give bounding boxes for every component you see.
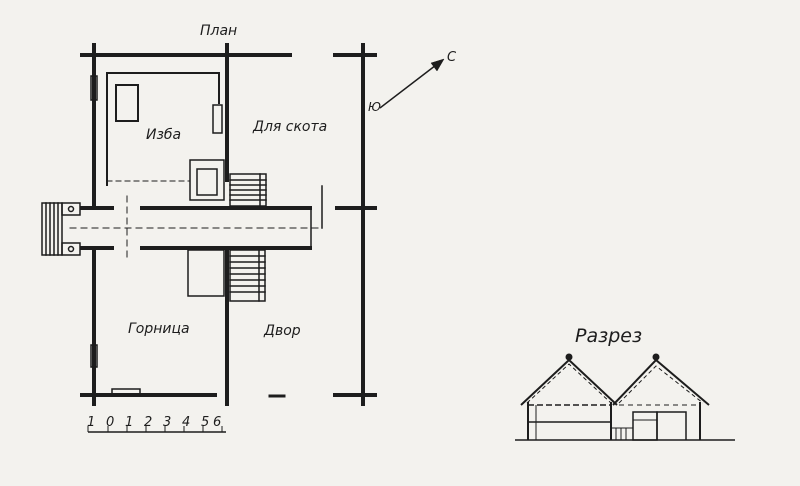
scale-tick-label: 1 [87,415,95,430]
scale-tick-label: 2 [144,415,152,430]
scale-tick-label: 4 [182,415,190,430]
room-label-yard: Двор [263,323,301,339]
north-arrow-icon [379,58,445,109]
scale-tick-label: 1 [125,415,133,430]
corridor-lines [69,195,321,261]
compass-north-label: С [447,50,457,65]
outer-walls [80,43,377,406]
room-label-izba: Изба [146,127,181,143]
scale-labels: 1 0 1 2 3 4 5 6 [87,415,221,430]
room-label-gornitsa: Горница [128,321,190,337]
scale-tick-label: 6 [213,415,221,430]
gornitsa-stove [187,249,225,297]
window-bottom [111,388,141,396]
porch-stairs [41,202,81,256]
scale-tick-label: 5 [201,415,209,430]
section-title: Разрез [575,325,642,347]
room-label-livestock: Для скота [252,119,327,135]
floor-plan [41,43,377,406]
scale-tick-label: 3 [163,415,171,430]
scale-bar [87,426,226,433]
plan-title: План [200,23,237,39]
stairs-lower [229,249,266,302]
window-left [90,344,98,368]
scale-tick-label: 0 [106,415,114,430]
compass-south-label: Ю [368,100,381,114]
stairs-upper [229,173,267,207]
pech-box [189,159,225,201]
cross-section [515,353,735,441]
izba-interior [90,72,223,186]
